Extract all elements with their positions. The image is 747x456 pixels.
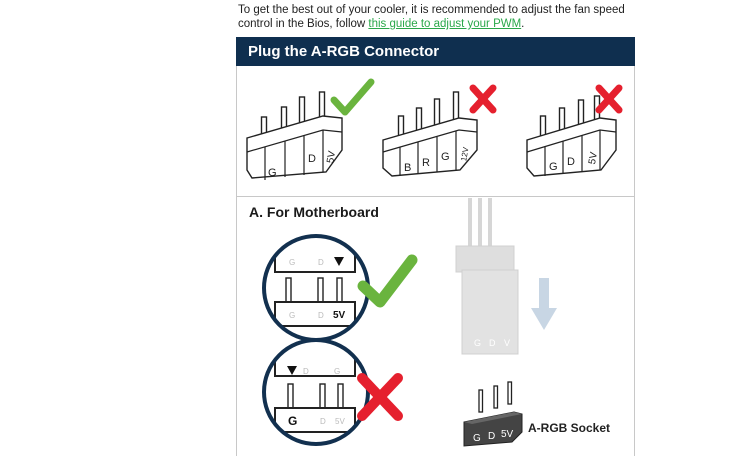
plug-pin-g: G (474, 338, 481, 348)
socket-label-d: D (488, 431, 495, 442)
socket-pin-5v: 5V (333, 310, 346, 321)
cross-icon (469, 84, 497, 114)
plug-wrong-pin-g: G (334, 367, 340, 376)
connector-2-pin-1: B (404, 162, 411, 174)
connector-3-pin-3: 5V (587, 151, 600, 165)
connector-2-pin-3: G (441, 151, 450, 163)
intro-suffix: . (521, 18, 525, 30)
connector-2-pin-2: R (422, 157, 430, 169)
banner-title: Plug the A-RGB Connector (248, 43, 440, 60)
socket-pin-g: G (289, 311, 295, 320)
motherboard-correct-diagram: G D G D 5V (262, 234, 418, 342)
motherboard-wrong-diagram: D G G D 5V (262, 338, 403, 446)
plug-wrong-pin-d: D (303, 367, 309, 376)
arrow-down-icon (334, 257, 344, 266)
pwm-guide-link[interactable]: this guide to adjust your PWM (368, 18, 522, 30)
intro-text: To get the best out of your cooler, it i… (238, 4, 625, 30)
socket-wrong-pin-g: G (288, 414, 297, 428)
plug-top-pin-d: D (318, 258, 324, 267)
connector-4pin-wrong: B R G 12V (382, 84, 497, 177)
socket-caption: A-RGB Socket (528, 421, 610, 435)
connector-1-pin-2: D (308, 153, 316, 165)
argb-socket: G D 5V A-RGB Socket (463, 381, 610, 447)
plug-pin-d: D (489, 338, 496, 348)
instruction-panel (236, 66, 635, 456)
check-icon (330, 78, 375, 116)
section-banner: Plug the A-RGB Connector (236, 37, 635, 66)
connector-3pin-reversed: G D 5V (526, 84, 623, 177)
connector-1-pin-1: G (268, 167, 277, 179)
arrow-down-icon (287, 366, 297, 375)
connector-1-pin-3: 5V (325, 150, 338, 164)
socket-wrong-pin-d: D (320, 417, 326, 426)
connector-2-pin-4: 12V (459, 146, 470, 162)
cross-icon (595, 84, 623, 114)
socket-wrong-pin-5v: 5V (335, 417, 345, 426)
socket-pin-d: D (318, 311, 324, 320)
motherboard-title: A. For Motherboard (249, 204, 379, 220)
check-icon (357, 254, 418, 308)
panel-divider (236, 196, 635, 197)
socket-label-g: G (473, 433, 481, 444)
intro-paragraph: To get the best out of your cooler, it i… (238, 3, 643, 31)
connector-3pin-correct: G D 5V (246, 78, 375, 180)
socket-label-5v: 5V (501, 429, 514, 440)
arrow-down-icon (539, 278, 549, 310)
cross-icon (357, 373, 403, 421)
plug-top-pin-g: G (289, 258, 295, 267)
connector-3-pin-2: D (567, 156, 575, 168)
connector-3-pin-1: G (549, 161, 558, 173)
argb-plug-ghost: G D V (455, 198, 557, 355)
plug-pin-v: V (504, 338, 510, 348)
